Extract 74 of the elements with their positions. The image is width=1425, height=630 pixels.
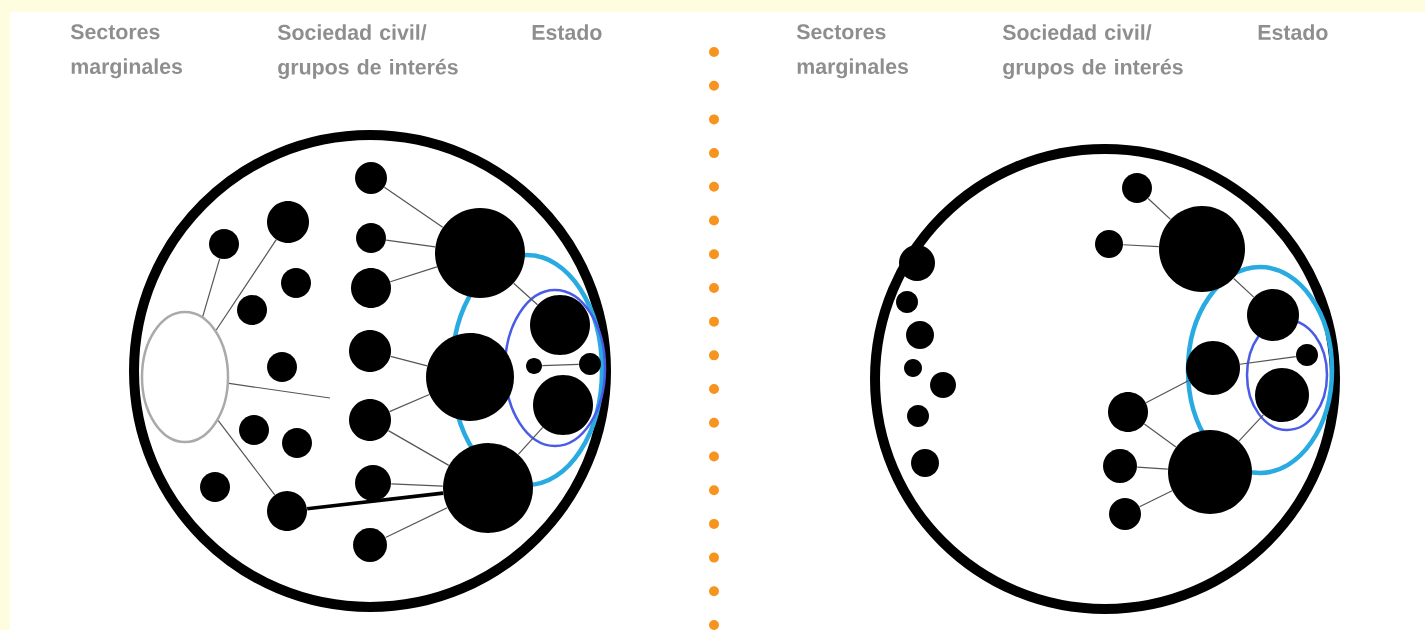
dot [209, 229, 239, 259]
dot [282, 428, 312, 458]
connector-line [1233, 277, 1255, 298]
connector-line [217, 420, 276, 496]
dot [200, 472, 230, 502]
dot [533, 375, 593, 435]
dot [237, 295, 267, 325]
dot [355, 465, 391, 501]
dot [904, 359, 922, 377]
connector-line [390, 355, 428, 367]
dot [896, 291, 918, 313]
connector-line [1136, 466, 1169, 470]
column-heading: Sociedad civil/ grupos de interés [1002, 24, 1183, 79]
connector-line [390, 483, 444, 487]
column-heading: Estado [532, 24, 602, 40]
dot [281, 268, 311, 298]
dot [356, 223, 386, 253]
dot [526, 358, 542, 374]
dot [239, 415, 269, 445]
dot [1103, 449, 1137, 483]
dot [1159, 206, 1245, 292]
connector-line [1239, 355, 1297, 365]
dot [353, 528, 387, 562]
connector-line [1122, 244, 1160, 248]
column-heading: Sociedad civil/ grupos de interés [277, 24, 458, 79]
dot [435, 208, 525, 298]
column-heading: Estado [1258, 24, 1328, 40]
dot [1109, 498, 1141, 530]
dot [1108, 392, 1148, 432]
dot [911, 449, 939, 477]
dot [1247, 289, 1299, 341]
dot [530, 295, 590, 355]
connector-line [202, 258, 221, 317]
column-heading: Sectores marginales [796, 24, 909, 79]
dot [579, 353, 601, 375]
dot [267, 491, 307, 531]
dot [426, 333, 514, 421]
dot [930, 372, 956, 398]
connector-line [384, 507, 448, 539]
dot [443, 443, 533, 533]
oval [503, 288, 607, 448]
dot [1095, 230, 1123, 258]
connector-line [517, 426, 544, 455]
connector-line [1139, 490, 1173, 508]
dot [899, 245, 935, 281]
dot [1186, 341, 1240, 395]
oval [140, 310, 230, 444]
dot [1168, 430, 1252, 514]
dot [1255, 368, 1309, 422]
dot [906, 321, 934, 349]
dot [1122, 173, 1152, 203]
connector-line [387, 430, 450, 466]
column-heading: Sectores marginales [70, 24, 183, 79]
dot [351, 268, 391, 308]
dot [349, 399, 391, 441]
dot [1296, 344, 1318, 366]
connector-line [215, 239, 277, 331]
dot [355, 162, 387, 194]
connector-line [1145, 379, 1190, 404]
connector-line [389, 266, 438, 283]
connector-line [383, 186, 444, 228]
dot [907, 405, 929, 427]
connector-line [1147, 197, 1172, 220]
connector-line [513, 282, 539, 306]
connector-line [306, 491, 444, 511]
connector-line [228, 382, 331, 399]
connector-line [541, 363, 580, 367]
dot [267, 352, 297, 382]
connector-line [1238, 414, 1264, 442]
connector-line [1143, 423, 1177, 448]
dot [349, 330, 391, 372]
connector-line [388, 393, 430, 413]
dot [267, 201, 309, 243]
connector-line [385, 239, 436, 248]
